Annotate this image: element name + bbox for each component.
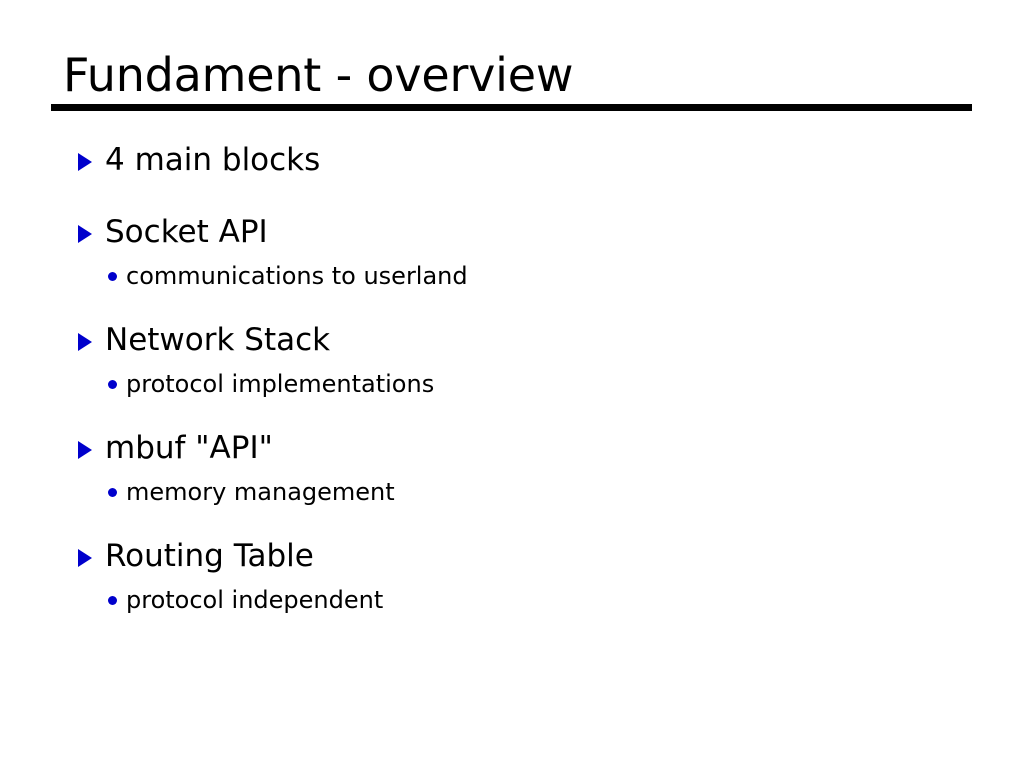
triangle-right-icon bbox=[78, 333, 92, 351]
bullet-label-level2: protocol independent bbox=[126, 586, 384, 614]
bullet-item-level2: protocol implementations bbox=[0, 368, 1024, 400]
bullet-item-level2: memory management bbox=[0, 476, 1024, 508]
triangle-right-icon bbox=[78, 225, 92, 243]
bullet-group: Socket API communications to userland bbox=[0, 212, 1024, 292]
page-title: Fundament - overview bbox=[63, 48, 574, 102]
bullet-item-level1: mbuf "API" bbox=[0, 428, 1024, 472]
bullet-item-level2: protocol independent bbox=[0, 584, 1024, 616]
bullet-group: Routing Table protocol independent bbox=[0, 536, 1024, 616]
bullet-label-level1: mbuf "API" bbox=[105, 430, 273, 466]
bullet-label-level1: Network Stack bbox=[105, 322, 331, 358]
dot-icon bbox=[108, 488, 117, 497]
slide-body: 4 main blocks Socket API communications … bbox=[0, 140, 1024, 616]
dot-icon bbox=[108, 380, 117, 389]
triangle-right-icon bbox=[78, 441, 92, 459]
bullet-item-level1: Socket API bbox=[0, 212, 1024, 256]
bullet-item-level2: communications to userland bbox=[0, 260, 1024, 292]
bullet-label-level1: Routing Table bbox=[105, 538, 314, 574]
title-divider bbox=[51, 104, 972, 111]
dot-icon bbox=[108, 596, 117, 605]
bullet-label-level1: 4 main blocks bbox=[105, 142, 321, 178]
slide-header: Fundament - overview bbox=[51, 48, 972, 111]
bullet-group: mbuf "API" memory management bbox=[0, 428, 1024, 508]
bullet-label-level2: communications to userland bbox=[126, 262, 468, 290]
triangle-right-icon bbox=[78, 549, 92, 567]
bullet-group: Network Stack protocol implementations bbox=[0, 320, 1024, 400]
bullet-item-level1: Routing Table bbox=[0, 536, 1024, 580]
dot-icon bbox=[108, 272, 117, 281]
bullet-item-level1: Network Stack bbox=[0, 320, 1024, 364]
triangle-right-icon bbox=[78, 153, 92, 171]
bullet-item-level1: 4 main blocks bbox=[0, 140, 1024, 184]
bullet-label-level2: protocol implementations bbox=[126, 370, 435, 398]
bullet-label-level1: Socket API bbox=[105, 214, 268, 250]
bullet-group: 4 main blocks bbox=[0, 140, 1024, 184]
bullet-label-level2: memory management bbox=[126, 478, 395, 506]
